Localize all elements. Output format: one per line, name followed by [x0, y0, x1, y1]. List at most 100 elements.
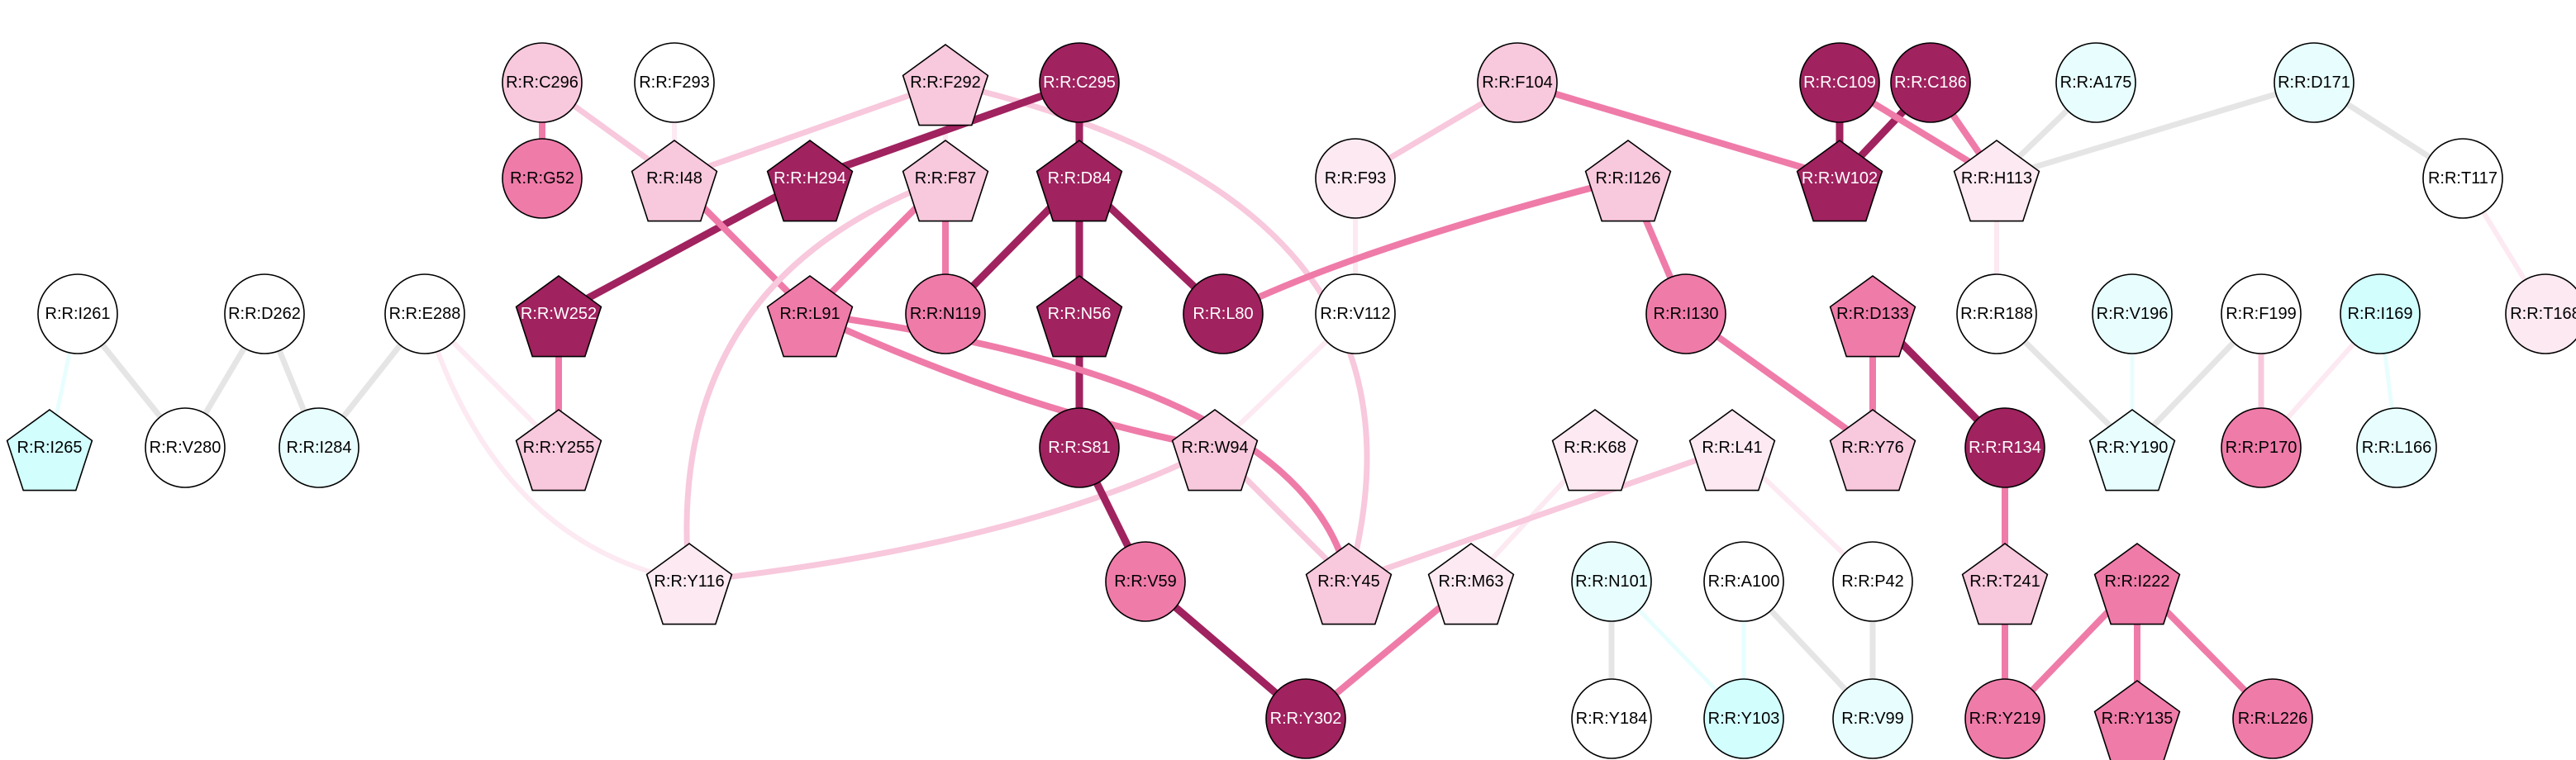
node-f93[interactable]: R:R:F93	[1315, 138, 1396, 219]
node-y135[interactable]: R:R:Y135	[2093, 680, 2181, 760]
node-pentagon-shape	[1036, 140, 1123, 222]
node-v99[interactable]: R:R:V99	[1832, 678, 1913, 759]
node-r134[interactable]: R:R:R134	[1964, 407, 2045, 488]
node-v280[interactable]: R:R:V280	[145, 407, 226, 488]
node-v59[interactable]: R:R:V59	[1105, 541, 1186, 622]
node-p170[interactable]: R:R:P170	[2221, 407, 2302, 488]
node-y219[interactable]: R:R:Y219	[1964, 678, 2045, 759]
node-c296[interactable]: R:R:C296	[502, 42, 583, 123]
node-g52[interactable]: R:R:G52	[502, 138, 583, 219]
node-c186[interactable]: R:R:C186	[1890, 42, 1971, 123]
edge-l41-y45	[1347, 444, 1734, 585]
node-f87[interactable]: R:R:F87	[902, 140, 989, 222]
node-i222[interactable]: R:R:I222	[2093, 543, 2181, 625]
node-n56[interactable]: R:R:N56	[1036, 275, 1123, 358]
node-circle-shape	[634, 42, 715, 123]
node-v112[interactable]: R:R:V112	[1315, 273, 1396, 354]
node-pentagon-shape	[645, 543, 733, 625]
node-l166[interactable]: R:R:L166	[2356, 407, 2437, 488]
node-circle-shape	[1799, 42, 1880, 123]
node-f199[interactable]: R:R:F199	[2221, 273, 2302, 354]
node-d84[interactable]: R:R:D84	[1036, 140, 1123, 222]
edge-f104-w102	[1516, 79, 1841, 182]
node-label: R:R:L166	[2362, 439, 2432, 457]
node-label: R:R:M63	[1439, 572, 1504, 591]
edge-h294-w252	[556, 175, 812, 317]
node-y190[interactable]: R:R:Y190	[2088, 409, 2176, 492]
node-label: R:R:G52	[510, 169, 574, 188]
node-pentagon-shape	[1551, 409, 1639, 492]
node-label: R:R:H113	[1961, 169, 2032, 188]
node-p42[interactable]: R:R:P42	[1832, 541, 1913, 622]
node-y184[interactable]: R:R:Y184	[1571, 678, 1652, 759]
node-i130[interactable]: R:R:I130	[1645, 273, 1726, 354]
node-y103[interactable]: R:R:Y103	[1703, 678, 1784, 759]
node-y255[interactable]: R:R:Y255	[515, 409, 602, 492]
node-circle-shape	[1956, 273, 2037, 354]
node-label: R:R:D171	[2278, 74, 2350, 92]
node-f292[interactable]: R:R:F292	[902, 44, 989, 126]
node-t117[interactable]: R:R:T117	[2422, 138, 2503, 219]
node-l91[interactable]: R:R:L91	[766, 275, 854, 358]
node-pentagon-shape	[2093, 680, 2181, 760]
node-t168[interactable]: R:R:T168	[2505, 273, 2576, 354]
node-circle-shape	[37, 273, 118, 354]
node-circle-shape	[2092, 273, 2173, 354]
node-l226[interactable]: R:R:L226	[2232, 678, 2313, 759]
node-v196[interactable]: R:R:V196	[2092, 273, 2173, 354]
node-m63[interactable]: R:R:M63	[1427, 543, 1515, 625]
node-label: R:R:T241	[1969, 572, 2040, 591]
node-n119[interactable]: R:R:N119	[905, 273, 986, 354]
node-label: R:R:Y255	[523, 439, 595, 457]
edge-w94-y116	[688, 444, 1217, 585]
node-i48[interactable]: R:R:I48	[631, 140, 718, 222]
node-l41[interactable]: R:R:L41	[1688, 409, 1776, 492]
node-label: R:R:F292	[910, 74, 981, 92]
node-d171[interactable]: R:R:D171	[2274, 42, 2355, 123]
node-c109[interactable]: R:R:C109	[1799, 42, 1880, 123]
node-circle-shape	[384, 273, 465, 354]
node-d133[interactable]: R:R:D133	[1829, 275, 1917, 358]
node-label: R:R:A175	[2060, 74, 2132, 92]
edge-f87-y116	[683, 175, 947, 582]
node-i126[interactable]: R:R:I126	[1584, 140, 1672, 222]
node-pentagon-shape	[515, 409, 602, 492]
node-y45[interactable]: R:R:Y45	[1305, 543, 1393, 625]
edge-l91-w94	[808, 311, 1216, 451]
node-label: R:R:K68	[1564, 439, 1626, 457]
node-label: R:R:H294	[774, 169, 846, 188]
node-a175[interactable]: R:R:A175	[2055, 42, 2136, 123]
edges-layer	[47, 78, 2548, 722]
node-c295[interactable]: R:R:C295	[1039, 42, 1120, 123]
node-circle-shape	[1964, 678, 2045, 759]
node-e288[interactable]: R:R:E288	[384, 273, 465, 354]
node-y116[interactable]: R:R:Y116	[645, 543, 733, 625]
node-r188[interactable]: R:R:R188	[1956, 273, 2037, 354]
node-d262[interactable]: R:R:D262	[224, 273, 305, 354]
node-h294[interactable]: R:R:H294	[766, 140, 854, 222]
node-w102[interactable]: R:R:W102	[1796, 140, 1883, 222]
node-f293[interactable]: R:R:F293	[634, 42, 715, 123]
node-l80[interactable]: R:R:L80	[1183, 273, 1264, 354]
node-y76[interactable]: R:R:Y76	[1829, 409, 1917, 492]
node-w94[interactable]: R:R:W94	[1171, 409, 1259, 492]
node-a100[interactable]: R:R:A100	[1703, 541, 1784, 622]
node-label: R:R:W102	[1802, 169, 1878, 188]
node-i261[interactable]: R:R:I261	[37, 273, 118, 354]
node-s81[interactable]: R:R:S81	[1039, 407, 1120, 488]
node-i265[interactable]: R:R:I265	[6, 409, 93, 492]
node-i169[interactable]: R:R:I169	[2340, 273, 2421, 354]
node-w252[interactable]: R:R:W252	[515, 275, 602, 358]
node-n101[interactable]: R:R:N101	[1571, 541, 1652, 622]
node-pentagon-shape	[2088, 409, 2176, 492]
node-label: R:R:P170	[2226, 439, 2297, 457]
node-i284[interactable]: R:R:I284	[279, 407, 359, 488]
node-circle-shape	[1703, 541, 1784, 622]
node-h113[interactable]: R:R:H113	[1953, 140, 2040, 222]
node-pentagon-shape	[902, 140, 989, 222]
node-y302[interactable]: R:R:Y302	[1265, 678, 1346, 759]
node-f104[interactable]: R:R:F104	[1477, 42, 1558, 123]
node-k68[interactable]: R:R:K68	[1551, 409, 1639, 492]
node-circle-shape	[1890, 42, 1971, 123]
node-t241[interactable]: R:R:T241	[1961, 543, 2049, 625]
